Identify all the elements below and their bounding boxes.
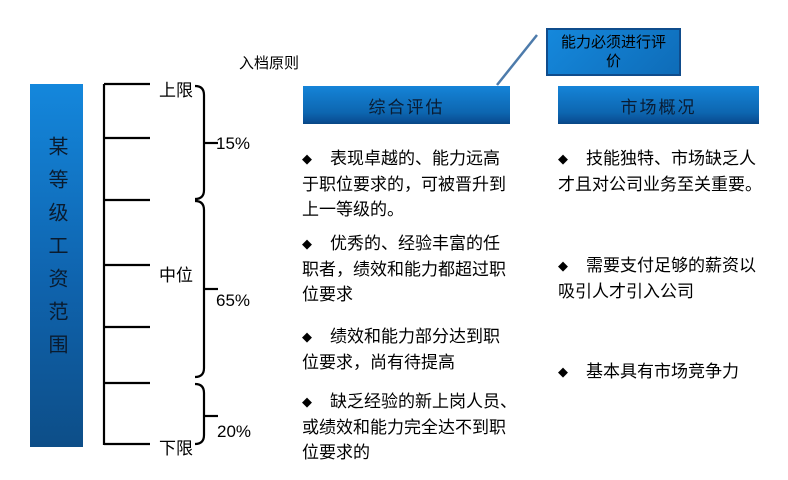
brace-lower	[194, 382, 206, 446]
bullet-text: 需要支付足够的薪资以 吸引人才引入公司	[558, 256, 756, 301]
salary-range-bar-label: 某等级工资范围	[45, 136, 67, 367]
bullet-item: ◆技能独特、市场缺乏人 才且对公司业务至关重要。	[558, 146, 762, 197]
bullet-item: ◆缺乏经验的新上岗人员、 或绩效和能力完全达不到职 位要求的	[302, 389, 517, 465]
salary-range-bar: 某等级工资范围	[30, 84, 83, 447]
bullet-text: 基本具有市场竞争力	[586, 362, 739, 381]
bullet-text: 优秀的、经验丰富的任 职者，绩效和能力都超过职 位要求	[302, 234, 506, 304]
brace-middle	[194, 199, 206, 379]
level-label-upper: 上限	[159, 81, 193, 100]
diamond-bullet-icon: ◆	[558, 364, 568, 379]
principle-title: 入档原则	[239, 55, 300, 72]
bullet-text: 绩效和能力部分达到职 位要求，尚有待提高	[302, 327, 500, 372]
diamond-bullet-icon: ◆	[302, 151, 312, 166]
callout-connector-line	[496, 34, 538, 86]
percent-lower: 20%	[217, 422, 252, 441]
diamond-bullet-icon: ◆	[302, 236, 312, 251]
header-market-overview-label: 市场概况	[620, 97, 697, 117]
bullet-text: 技能独特、市场缺乏人 才且对公司业务至关重要。	[558, 149, 762, 194]
bullet-item: ◆表现卓越的、能力远高 于职位要求的，可被晋升到 上一等级的。	[302, 146, 506, 222]
bullet-text: 缺乏经验的新上岗人员、 或绩效和能力完全达不到职 位要求的	[302, 392, 517, 462]
bullet-item: ◆需要支付足够的薪资以 吸引人才引入公司	[558, 253, 756, 304]
callout-label: 能力必须进行评 价	[560, 34, 666, 70]
header-market-overview: 市场概况	[558, 86, 759, 124]
diamond-bullet-icon: ◆	[302, 394, 312, 409]
level-label-median: 中位	[159, 266, 193, 285]
diamond-bullet-icon: ◆	[302, 329, 312, 344]
diamond-bullet-icon: ◆	[558, 151, 568, 166]
header-comprehensive-evaluation: 综合评估	[303, 86, 510, 124]
percent-upper: 15%	[216, 134, 251, 153]
bullet-item: ◆绩效和能力部分达到职 位要求，尚有待提高	[302, 324, 500, 375]
bullet-text: 表现卓越的、能力远高 于职位要求的，可被晋升到 上一等级的。	[302, 149, 506, 219]
percent-middle: 65%	[216, 291, 251, 310]
callout-box: 能力必须进行评 价	[546, 28, 681, 76]
diamond-bullet-icon: ◆	[558, 258, 568, 273]
brace-upper	[194, 84, 206, 201]
level-label-lower: 下限	[159, 439, 193, 458]
bullet-item: ◆优秀的、经验丰富的任 职者，绩效和能力都超过职 位要求	[302, 231, 506, 307]
header-comprehensive-evaluation-label: 综合评估	[368, 97, 445, 117]
bullet-item: ◆ 基本具有市场竞争力	[558, 359, 739, 385]
salary-ladder-diagram	[102, 82, 218, 446]
